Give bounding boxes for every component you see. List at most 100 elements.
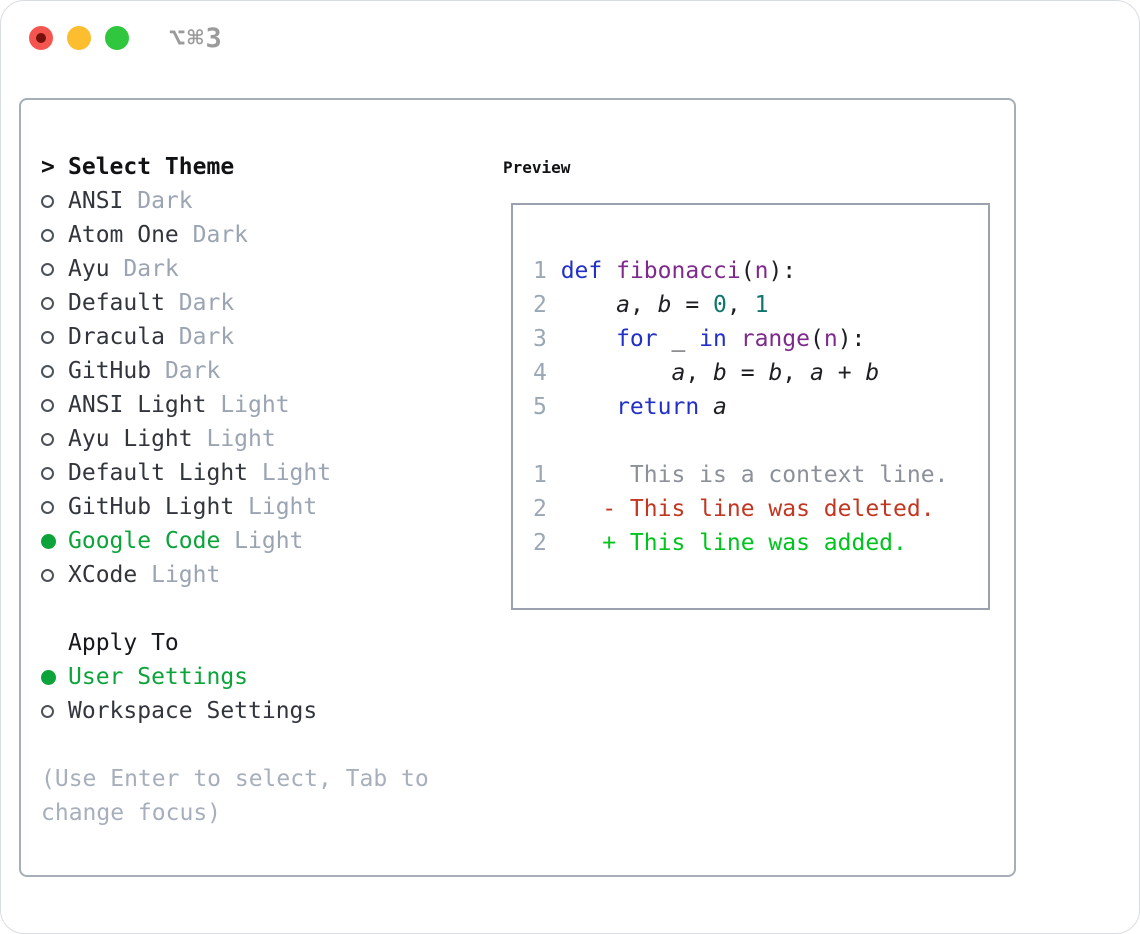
- theme-option[interactable]: Atom One Dark: [41, 218, 503, 252]
- line-number: 3: [533, 326, 547, 352]
- apply-to-title: Apply To: [68, 630, 179, 656]
- radio-icon: [41, 500, 68, 514]
- code-content: a, b = 0, 1: [616, 292, 769, 318]
- theme-variant: Dark: [164, 358, 221, 384]
- theme-name: Dracula: [68, 324, 165, 350]
- line-number: 2: [533, 530, 547, 556]
- radio-icon: [41, 466, 68, 480]
- theme-name: Ayu Light: [68, 426, 193, 452]
- select-theme-title: Select Theme: [68, 154, 235, 180]
- zoom-button[interactable]: [105, 26, 129, 50]
- radio-selected-icon: [41, 533, 68, 549]
- theme-variant: Light: [151, 562, 221, 588]
- radio-icon: [41, 704, 68, 718]
- line-number: 2: [533, 496, 547, 522]
- code-content: return a: [616, 394, 727, 420]
- theme-variant: Dark: [178, 290, 235, 316]
- theme-name: Default: [68, 290, 165, 316]
- theme-name: Ayu: [68, 256, 110, 282]
- blank-line: [533, 424, 988, 458]
- apply-to-option[interactable]: User Settings: [41, 660, 503, 694]
- line-number: 5: [533, 394, 547, 420]
- theme-variant: Light: [206, 426, 276, 452]
- line-number: 4: [533, 360, 547, 386]
- theme-option[interactable]: Ayu Light Light: [41, 422, 503, 456]
- minimize-button[interactable]: [67, 26, 91, 50]
- radio-icon: [41, 330, 68, 344]
- line-number: 1: [533, 258, 547, 284]
- theme-variant: Dark: [178, 324, 235, 350]
- spacer: [41, 728, 503, 762]
- theme-name: XCode: [68, 562, 138, 588]
- code-line: 5 return a: [533, 390, 988, 424]
- theme-option[interactable]: Ayu Dark: [41, 252, 503, 286]
- code-line: 4 a, b = b, a + b: [533, 356, 988, 390]
- spacer: [41, 592, 503, 626]
- theme-name: ANSI Light: [68, 392, 207, 418]
- radio-icon: [41, 398, 68, 412]
- code-line: 3 for _ in range(n):: [533, 322, 988, 356]
- theme-variant: Light: [220, 392, 290, 418]
- theme-name: GitHub Light: [68, 494, 235, 520]
- theme-option[interactable]: GitHub Light Light: [41, 490, 503, 524]
- preview-title: Preview: [503, 157, 571, 177]
- theme-name: GitHub: [68, 358, 152, 384]
- theme-option[interactable]: XCode Light: [41, 558, 503, 592]
- window-hotkey-label: ⌥⌘3: [169, 23, 224, 54]
- theme-option[interactable]: Default Light Light: [41, 456, 503, 490]
- close-dot-icon: [36, 33, 46, 43]
- theme-option[interactable]: Default Dark: [41, 286, 503, 320]
- prompt-caret-icon: >: [41, 154, 55, 180]
- traffic-lights: [29, 26, 129, 50]
- apply-to-label: Workspace Settings: [68, 698, 318, 724]
- theme-variant: Dark: [137, 188, 193, 214]
- theme-variant: Light: [234, 528, 304, 554]
- theme-variant: Light: [261, 460, 332, 486]
- theme-name: Atom One: [68, 222, 179, 248]
- theme-name: Google Code: [68, 528, 221, 554]
- theme-variant: Dark: [192, 222, 249, 248]
- apply-to-label: User Settings: [68, 664, 249, 690]
- theme-option[interactable]: Dracula Dark: [41, 320, 503, 354]
- titlebar: ⌥⌘3: [1, 1, 1139, 98]
- radio-icon: [41, 364, 68, 378]
- code-content: for _ in range(n):: [616, 326, 866, 352]
- code-line: 2 a, b = 0, 1: [533, 288, 988, 322]
- select-theme-header: > Select Theme: [41, 150, 503, 184]
- theme-option[interactable]: ANSI Dark: [41, 184, 503, 218]
- radio-icon: [41, 432, 68, 446]
- apply-to-header: Apply To: [41, 626, 503, 660]
- theme-name: Default Light: [68, 460, 249, 486]
- diff-text: + This line was added.: [560, 530, 907, 556]
- theme-variant: Light: [248, 494, 318, 520]
- line-number: 2: [533, 292, 547, 318]
- radio-icon: [41, 296, 68, 310]
- radio-icon: [41, 228, 68, 242]
- theme-variant: Dark: [123, 256, 179, 282]
- theme-option[interactable]: ANSI Light Light: [41, 388, 503, 422]
- radio-selected-icon: [41, 669, 68, 685]
- theme-option[interactable]: GitHub Dark: [41, 354, 503, 388]
- code-content: a, b = b, a + b: [671, 360, 880, 386]
- radio-icon: [41, 262, 68, 276]
- theme-name: ANSI: [68, 188, 124, 214]
- apply-to-option[interactable]: Workspace Settings: [41, 694, 503, 728]
- code-content: def fibonacci(n):: [560, 258, 797, 284]
- line-number: 1: [533, 462, 547, 488]
- keyboard-hint: (Use Enter to select, Tab to change focu…: [41, 766, 429, 826]
- theme-option[interactable]: Google Code Light: [41, 524, 503, 558]
- close-button[interactable]: [29, 26, 53, 50]
- code-line: 1 def fibonacci(n):: [533, 254, 988, 288]
- radio-icon: [41, 194, 68, 208]
- radio-icon: [41, 568, 68, 582]
- diff-line-context: 1 This is a context line.: [533, 458, 988, 492]
- preview-header: Preview: [503, 150, 990, 184]
- diff-text: This is a context line.: [560, 462, 949, 488]
